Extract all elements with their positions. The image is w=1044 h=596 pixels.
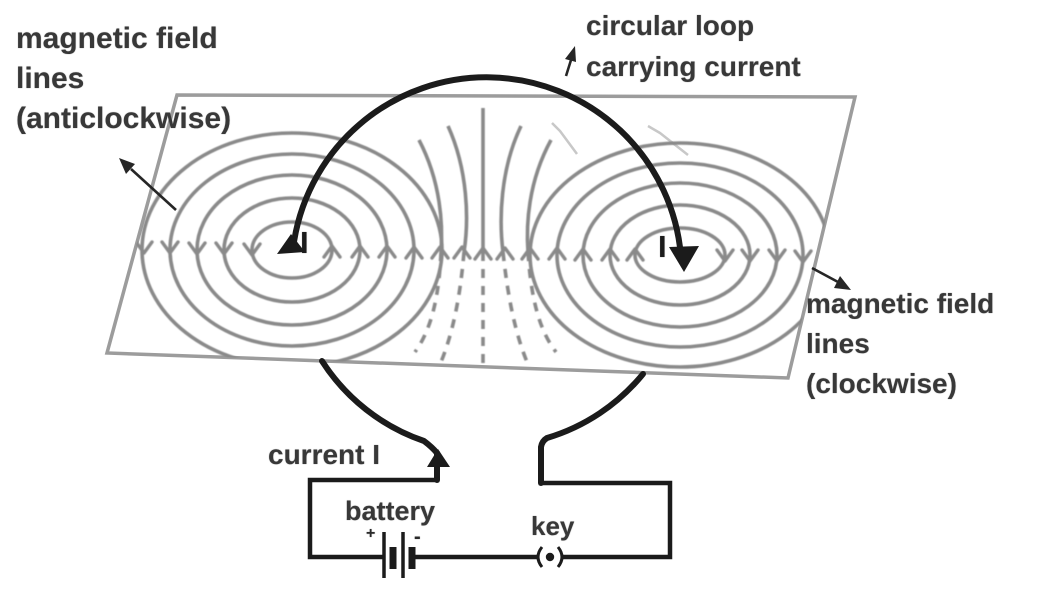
label-line: carrying current bbox=[586, 51, 801, 82]
loop-bottom-right-arc bbox=[538, 371, 646, 486]
field-arrow-up-icon bbox=[473, 246, 493, 261]
loop-bottom-left-arc bbox=[319, 358, 440, 483]
label-battery-positive: + bbox=[366, 525, 376, 542]
label-field-lines-clockwise: magnetic field lines (clockwise) bbox=[806, 290, 994, 410]
circuit bbox=[307, 477, 673, 578]
field-line-dashed bbox=[526, 251, 558, 354]
field-arrow-down-icon bbox=[187, 241, 207, 256]
leader-right-arrow-icon bbox=[834, 276, 851, 290]
current-loop bbox=[277, 74, 699, 486]
field-ring-anticlockwise bbox=[168, 152, 416, 348]
field-plane bbox=[104, 93, 858, 380]
label-field-lines-anticlockwise: magnetic field lines (anticlockwise) bbox=[16, 24, 231, 144]
key-plug-dot bbox=[545, 552, 555, 562]
label-line: lines bbox=[806, 328, 870, 359]
label-key: key bbox=[531, 511, 575, 541]
key-symbol bbox=[536, 546, 564, 568]
label-line: (clockwise) bbox=[806, 368, 957, 399]
field-line-dashed bbox=[501, 251, 529, 363]
key-contact-left bbox=[536, 546, 544, 568]
field-ring-anticlockwise bbox=[222, 196, 362, 304]
field-arrow-up-icon bbox=[520, 246, 540, 261]
label-current: current I bbox=[268, 439, 381, 470]
label-line: (anticlockwise) bbox=[16, 102, 232, 135]
field-arrow-up-icon bbox=[430, 245, 450, 260]
field-arrow-down-icon bbox=[134, 240, 154, 255]
field-arrow-up-icon bbox=[495, 246, 515, 261]
label-battery-negative: - bbox=[414, 526, 421, 548]
field-line bbox=[446, 125, 469, 253]
leader-loop bbox=[564, 59, 573, 77]
field-arrow-down-icon bbox=[160, 240, 180, 255]
label-line: lines bbox=[16, 62, 85, 95]
label-wire-current-right: I bbox=[658, 229, 667, 264]
loop-top-arc bbox=[290, 74, 684, 260]
leader-left-arrow-icon bbox=[119, 158, 135, 174]
field-arrow-up-icon bbox=[573, 247, 593, 262]
label-line: magnetic field bbox=[16, 22, 218, 55]
field-arrow-up-icon bbox=[377, 244, 397, 259]
battery-symbol bbox=[382, 532, 416, 578]
current-in-arrow-icon bbox=[669, 246, 699, 272]
circuit-wire-left bbox=[307, 477, 440, 560]
field-line bbox=[499, 125, 523, 253]
field-arrow-up-icon bbox=[600, 247, 620, 262]
field-direction-arrows bbox=[134, 240, 813, 264]
leader-left bbox=[130, 168, 177, 211]
label-line: circular loop bbox=[586, 10, 755, 41]
field-line bbox=[417, 139, 444, 253]
circuit-wire-right bbox=[538, 480, 673, 560]
field-arrow-up-icon bbox=[404, 245, 424, 260]
leader-arrows bbox=[119, 46, 851, 290]
field-arrow-up-icon bbox=[625, 247, 645, 262]
field-line-dashed bbox=[439, 251, 466, 363]
label-circular-loop: circular loop carrying current bbox=[586, 12, 801, 94]
field-arrow-up-icon bbox=[350, 244, 370, 259]
field-ring-anticlockwise bbox=[195, 173, 389, 327]
middle-field-lines bbox=[413, 108, 558, 364]
field-ring-clockwise bbox=[633, 226, 727, 284]
field-arrow-down-icon bbox=[715, 248, 735, 263]
field-arrow-down-icon bbox=[793, 249, 813, 264]
field-arrow-down-icon bbox=[214, 241, 234, 256]
label-wire-current-left: I bbox=[300, 225, 309, 260]
field-arrow-up-icon bbox=[322, 244, 342, 259]
field-ring-anticlockwise bbox=[250, 220, 334, 280]
field-arrow-down-icon bbox=[242, 242, 262, 257]
current-out-arrow-icon bbox=[277, 234, 305, 254]
field-ring-clockwise bbox=[608, 203, 752, 307]
label-battery: battery bbox=[345, 496, 436, 526]
field-line-dashed bbox=[413, 251, 443, 354]
leader-right bbox=[811, 266, 839, 284]
field-arrow-up-icon bbox=[452, 245, 472, 260]
field-arrow-down-icon bbox=[740, 248, 760, 263]
field-arrow-up-icon bbox=[547, 246, 567, 261]
label-line: magnetic field bbox=[806, 288, 995, 319]
field-arrow-down-icon bbox=[767, 248, 787, 263]
leader-loop-arrow-icon bbox=[565, 46, 576, 62]
field-line bbox=[525, 139, 553, 253]
key-contact-right bbox=[556, 546, 564, 568]
current-direction-arrow-icon bbox=[427, 449, 450, 467]
artifact-line bbox=[647, 124, 689, 156]
artifact-line bbox=[551, 122, 579, 155]
field-ring-clockwise bbox=[555, 161, 805, 349]
field-ring-clockwise bbox=[581, 181, 779, 329]
